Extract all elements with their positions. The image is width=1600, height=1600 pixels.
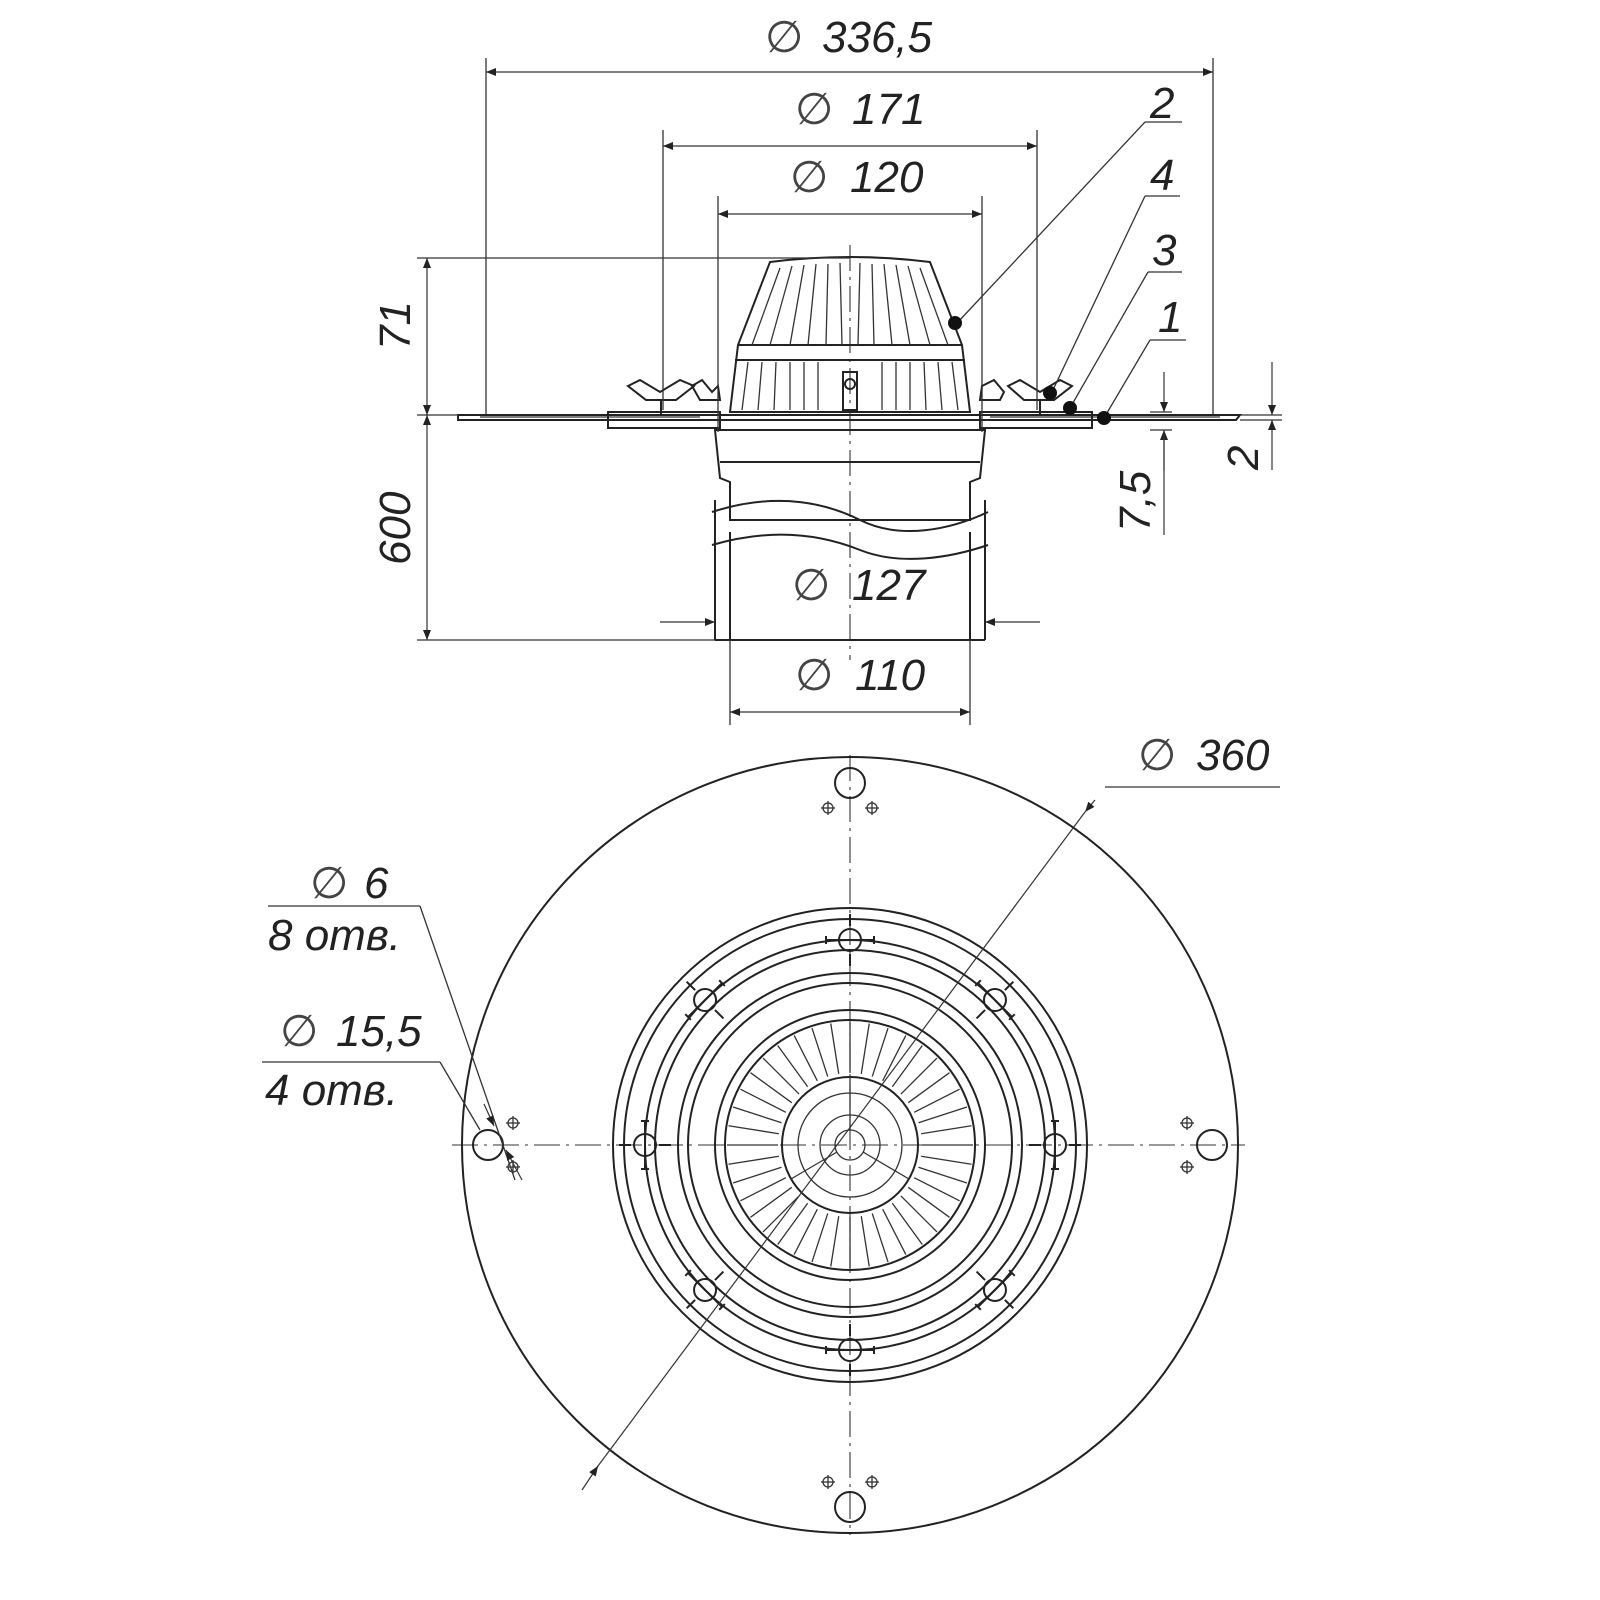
callout-dot-2 [948, 316, 962, 330]
wing-nut-left-inner [690, 378, 722, 401]
svg-text:∅: ∅ [792, 560, 830, 611]
svg-text:110: 110 [855, 651, 926, 700]
dim-label-110: ∅ 110 [795, 650, 926, 701]
strainer-ribs [727, 1022, 973, 1268]
ring-bolts [619, 914, 1081, 1376]
strainer-outer [714, 1009, 986, 1281]
svg-text:171: 171 [852, 85, 925, 134]
wing-nut-bolt [1029, 1120, 1081, 1170]
callout-label-1: 1 [1158, 293, 1182, 342]
wing-nut-bolt [684, 979, 726, 1021]
svg-text:6: 6 [364, 859, 389, 908]
dim-label-600: 600 [371, 491, 420, 565]
svg-text:∅: ∅ [765, 12, 803, 63]
svg-text:120: 120 [850, 153, 924, 202]
svg-text:∅: ∅ [795, 650, 833, 701]
wing-nut-bolt [619, 1120, 671, 1170]
flange-hole [821, 767, 879, 815]
hole-count-small: 8 отв. [268, 911, 401, 960]
plan-view: ∅ 360 ∅ 6 8 отв. ∅ 15,5 4 отв. [262, 730, 1280, 1535]
svg-text:127: 127 [852, 561, 927, 610]
side-view: ∅ 336,5 ∅ 171 ∅ 120 ∅ 127 ∅ 110 71 600 7… [371, 12, 1282, 725]
wing-nut-bolt [684, 1269, 726, 1311]
callout-label-4: 4 [1150, 151, 1174, 200]
dome-strainer [728, 256, 972, 413]
svg-text:336,5: 336,5 [822, 13, 933, 62]
wing-nut-bolt [974, 979, 1016, 1021]
dim-label-336-5: ∅ 336,5 [765, 12, 933, 63]
svg-text:360: 360 [1196, 731, 1270, 780]
callout-label-2: 2 [1149, 79, 1174, 128]
svg-text:∅: ∅ [310, 858, 348, 909]
callout-dot-1 [1097, 411, 1111, 425]
dim-label-71: 71 [371, 301, 420, 350]
flange-holes [472, 767, 1228, 1523]
dim-label-360: ∅ 360 [1138, 730, 1270, 781]
dim-label-127: ∅ 127 [792, 560, 927, 611]
svg-text:15,5: 15,5 [336, 1007, 422, 1056]
dim-label-120: ∅ 120 [790, 152, 924, 203]
svg-text:∅: ∅ [790, 152, 828, 203]
pipe [711, 499, 989, 641]
wing-nut-right [1006, 378, 1074, 414]
clamp-ring [607, 411, 1093, 429]
svg-text:∅: ∅ [795, 84, 833, 135]
dim-label-7-5: 7,5 [1111, 470, 1160, 532]
callout-dot-4 [1043, 386, 1057, 400]
outer-flange [461, 756, 1239, 1534]
wing-nut-bolt [825, 1324, 875, 1376]
svg-text:∅: ∅ [1138, 730, 1176, 781]
flange-hole [821, 1475, 879, 1523]
wing-nut-bolt [825, 914, 875, 966]
flange-hole [1180, 1116, 1228, 1174]
callout-label-3: 3 [1152, 226, 1177, 275]
svg-text:∅: ∅ [280, 1006, 318, 1057]
dim-label-171: ∅ 171 [795, 84, 925, 135]
hole-count-large: 4 отв. [265, 1066, 398, 1115]
wing-nut-right-inner [978, 378, 1006, 401]
dim-label-6: ∅ 6 [310, 858, 389, 909]
dim-label-2: 2 [1219, 446, 1268, 471]
dim-label-15-5: ∅ 15,5 [280, 1006, 422, 1057]
clamp-ring-outer [612, 907, 1088, 1383]
wing-nut-left [626, 378, 696, 414]
callout-dot-3 [1063, 401, 1077, 415]
wing-nut-bolt [974, 1269, 1016, 1311]
